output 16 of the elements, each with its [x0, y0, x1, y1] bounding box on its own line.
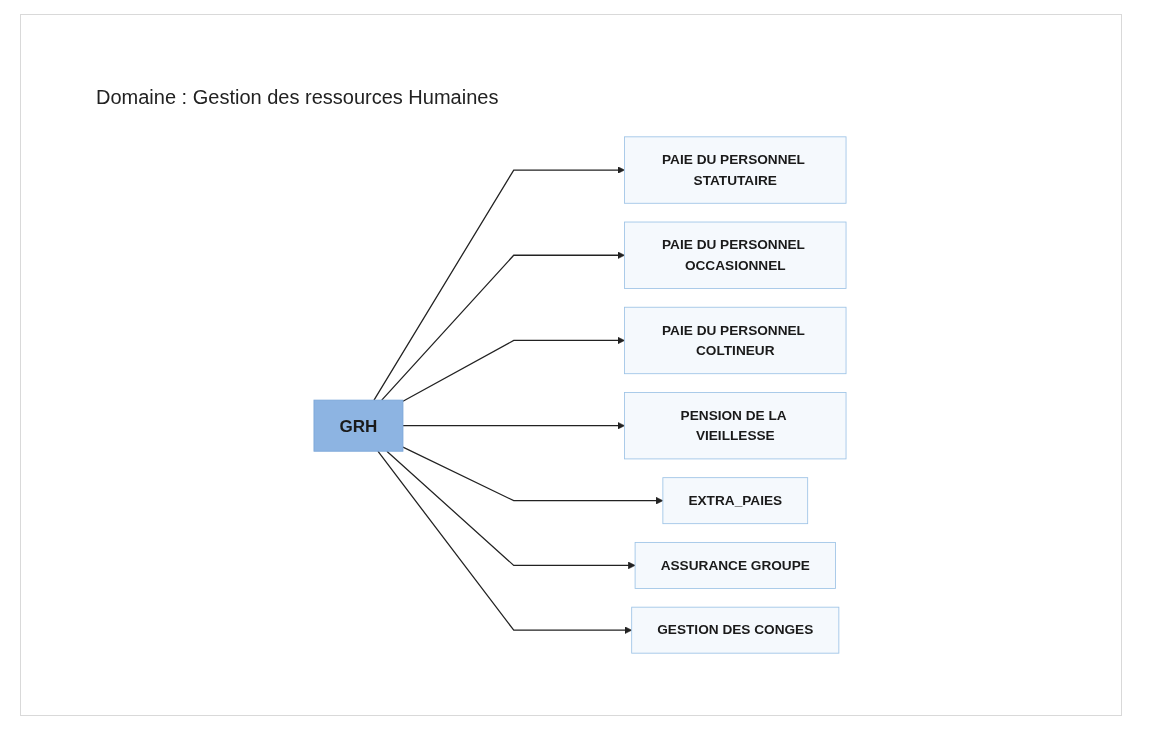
- arrow: [386, 450, 636, 570]
- arrow: [381, 251, 625, 401]
- arrow: [402, 336, 625, 402]
- node-box: GRH: [313, 399, 404, 452]
- arrow: [373, 166, 625, 401]
- node-box: PAIE DU PERSONNEL OCCASIONNEL: [624, 221, 847, 289]
- node-box: PENSION DE LA VIEILLESSE: [624, 392, 847, 460]
- node-box: GESTION DES CONGES: [631, 606, 840, 654]
- arrow: [402, 446, 664, 505]
- node-box: PAIE DU PERSONNEL STATUTAIRE: [624, 136, 847, 204]
- arrow: [402, 421, 625, 430]
- node-box: ASSURANCE GROUPE: [634, 542, 836, 589]
- node-box: PAIE DU PERSONNEL COLTINEUR: [624, 306, 847, 375]
- diagram-title: Domaine : Gestion des ressources Humaines: [96, 86, 499, 109]
- node-box: EXTRA_PAIES: [662, 477, 809, 525]
- arrow: [377, 450, 633, 634]
